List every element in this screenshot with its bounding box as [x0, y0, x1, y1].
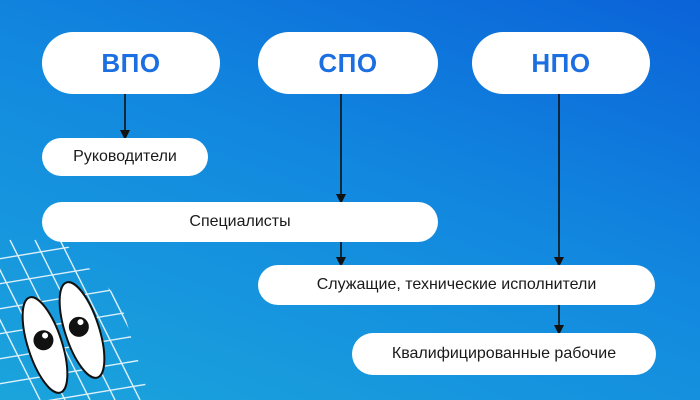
level-npo: НПО — [472, 32, 650, 94]
role-managers: Руководители — [42, 138, 208, 176]
role-specialists: Специалисты — [42, 202, 438, 242]
role-employees: Служащие, технические исполнители — [258, 265, 655, 305]
level-vpo: ВПО — [42, 32, 220, 94]
role-workers: Квалифицированные рабочие — [352, 333, 656, 375]
level-spo: СПО — [258, 32, 438, 94]
